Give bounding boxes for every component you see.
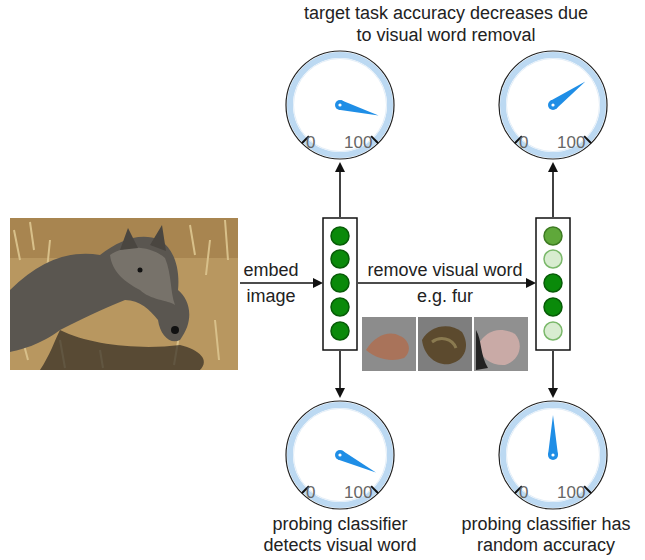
- accuracy-gauge: 0 100: [284, 49, 396, 161]
- coyote-photo: [10, 218, 238, 370]
- gauge-scale-label: 100: [344, 134, 372, 152]
- gauge-dial: [284, 49, 396, 161]
- gauge-dial: [497, 399, 609, 511]
- visual-word-patches: [362, 317, 528, 371]
- gauge-dial: [284, 399, 396, 511]
- gauge-scale-label: 0: [306, 134, 315, 152]
- arrow-label: remove visual word e.g. fur: [360, 257, 530, 309]
- embedding-vector: [536, 218, 570, 350]
- accuracy-gauge: 0 100: [284, 399, 396, 511]
- gauge-scale-label: 100: [557, 134, 585, 152]
- gauge-scale-label: 100: [344, 484, 372, 502]
- note-text: target task accuracy decreases due to vi…: [296, 2, 596, 46]
- gauge-scale-label: 100: [557, 484, 585, 502]
- accuracy-gauge: 0 100: [497, 399, 609, 511]
- gauge-scale-label: 0: [306, 484, 315, 502]
- arrow-label: embed image: [241, 257, 301, 309]
- accuracy-gauge: 0 100: [497, 49, 609, 161]
- embedding-vector: [323, 218, 357, 350]
- caption-text: probing classifier detects visual word: [245, 514, 435, 556]
- gauge-scale-label: 0: [519, 484, 528, 502]
- arrow: [240, 164, 553, 396]
- caption-text: probing classifier has random accuracy: [451, 514, 641, 556]
- gauge-dial: [497, 49, 609, 161]
- gauge-scale-label: 0: [519, 134, 528, 152]
